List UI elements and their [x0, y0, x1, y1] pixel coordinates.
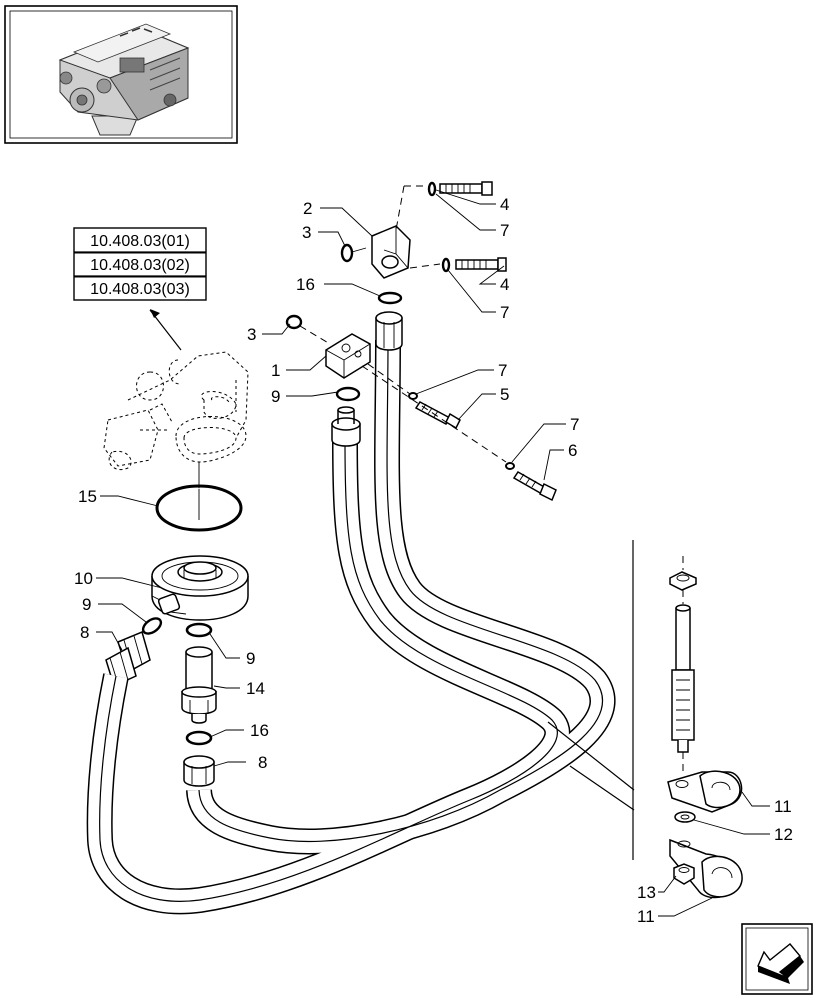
washer-7-b[interactable]	[441, 257, 451, 273]
bolt-4-b[interactable]	[455, 257, 507, 272]
support-bracket[interactable]	[632, 540, 697, 860]
bolt-6[interactable]	[512, 471, 557, 502]
filter-head-phantom	[103, 351, 249, 470]
assembly-lines	[299, 185, 507, 463]
leader-lines	[96, 189, 770, 917]
callout-3-a: 3	[302, 223, 311, 242]
hose-fitting-top[interactable]	[375, 311, 403, 351]
callout-8-a: 8	[80, 623, 89, 642]
callout-16-a: 16	[250, 721, 269, 740]
hose-fitting-mid[interactable]	[331, 406, 361, 447]
callout-9-c: 9	[271, 387, 280, 406]
clamp-11-a[interactable]	[667, 770, 743, 813]
hose-assembly	[86, 339, 616, 915]
washer-7-d[interactable]	[505, 462, 515, 470]
callout-7-d: 7	[570, 415, 579, 434]
banjo-1[interactable]	[325, 333, 371, 379]
callout-14: 14	[246, 679, 265, 698]
reference-boxes: 10.408.03(01) 10.408.03(02) 10.408.03(03…	[73, 227, 207, 301]
svg-text:10.408.03(01): 10.408.03(01)	[90, 233, 190, 250]
callout-2: 2	[303, 199, 312, 218]
navigation-arrow-icon	[757, 943, 804, 984]
callout-13: 13	[637, 883, 656, 902]
callout-7-c: 7	[498, 361, 507, 380]
callout-10: 10	[74, 569, 93, 588]
adapter-housing-10[interactable]	[151, 555, 249, 621]
bolt-4-a[interactable]	[439, 181, 493, 196]
washer-7-a[interactable]	[427, 181, 437, 197]
o-ring-15[interactable]	[155, 484, 243, 532]
washer-12[interactable]	[674, 811, 696, 823]
reference-link-01[interactable]: 10.408.03(01)	[90, 233, 190, 250]
callout-4-b: 4	[500, 275, 509, 294]
seal-washer-9-c[interactable]	[335, 386, 361, 402]
reference-arrow	[149, 309, 182, 351]
fitting-8-b[interactable]	[183, 755, 215, 787]
callout-5: 5	[500, 385, 509, 404]
seal-washer-9-b[interactable]	[185, 622, 213, 638]
svg-text:10.408.03(03): 10.408.03(03)	[90, 281, 190, 298]
callout-12: 12	[774, 825, 793, 844]
callout-4-a: 4	[500, 195, 509, 214]
callout-labels: 2 3 16 3 1 9 15 10 9 8 9 14 16 8 4 7 4 7…	[74, 195, 793, 926]
callout-6: 6	[568, 441, 577, 460]
callout-11-a: 11	[774, 797, 792, 816]
engine-thumbnail[interactable]	[4, 5, 238, 144]
callout-11-b: 11	[637, 907, 655, 926]
svg-text:10.408.03(02): 10.408.03(02)	[90, 257, 190, 274]
callout-7-b: 7	[500, 303, 509, 322]
callout-7-a: 7	[500, 221, 509, 240]
callout-1: 1	[271, 361, 280, 380]
callout-15: 15	[78, 487, 97, 506]
seal-washer-9-a[interactable]	[140, 615, 163, 636]
hose-bracket-lines	[547, 721, 635, 811]
reference-link-02[interactable]: 10.408.03(02)	[90, 257, 190, 274]
reference-link-03[interactable]: 10.408.03(03)	[90, 281, 190, 298]
navigation-button[interactable]	[741, 923, 813, 995]
callout-3-b: 3	[247, 325, 256, 344]
callout-16-b: 16	[296, 275, 315, 294]
pipe-14[interactable]	[181, 646, 217, 724]
washer-3-b[interactable]	[285, 314, 303, 330]
seal-washer-16-a[interactable]	[185, 730, 213, 746]
washer-7-c[interactable]	[408, 392, 418, 400]
washer-3-a[interactable]	[340, 243, 354, 263]
clamp-11-b[interactable]	[669, 838, 743, 899]
callout-8-b: 8	[258, 753, 267, 772]
engine-image	[58, 23, 190, 136]
callout-9-b: 9	[246, 649, 255, 668]
callout-9-a: 9	[82, 595, 91, 614]
seal-washer-16-b[interactable]	[377, 291, 403, 305]
banjo-2[interactable]	[371, 225, 411, 279]
